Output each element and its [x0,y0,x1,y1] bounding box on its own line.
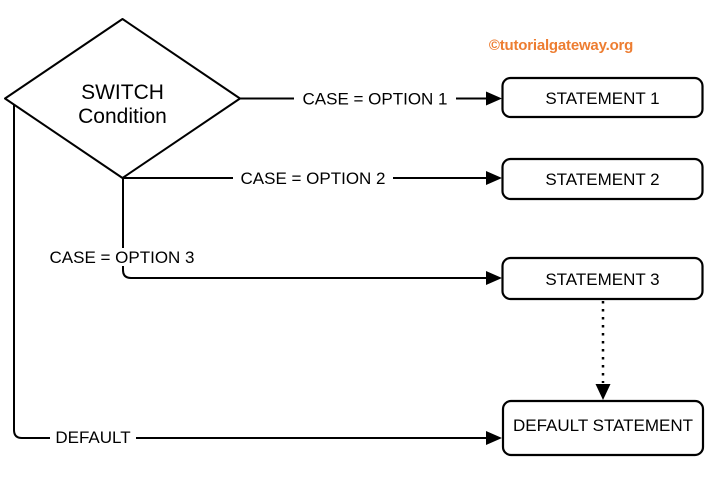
statement2-label: STATEMENT 2 [545,170,659,189]
case1-arrowhead-icon [486,91,502,106]
case3-edge-label: CASE = OPTION 3 [49,248,194,267]
case3-label-backing [44,248,201,266]
statement3-box [501,256,704,301]
default-label-backing [50,429,136,446]
statement3-label: STATEMENT 3 [545,270,659,289]
fallthrough-arrowhead-icon [595,384,611,400]
default-statement-label: DEFAULT STATEMENT [513,416,693,435]
switch-decision-diamond [4,18,241,179]
case2-edge-label: CASE = OPTION 2 [240,169,385,188]
switch-decision-label-line2: Condition [78,105,167,128]
case2-label-backing [233,169,393,187]
default-statement-box [501,399,705,457]
default-arrowhead-icon [486,431,502,445]
case3-connector-line [122,178,488,279]
statement1-box [501,76,704,119]
statement2-box [501,157,704,201]
switch-decision-label-line1: SWITCH [81,81,164,104]
statement1-label: STATEMENT 1 [545,89,659,108]
case1-edge-label: CASE = OPTION 1 [302,90,447,109]
default-edge-label: DEFAULT [55,428,130,447]
case3-arrowhead-icon [486,271,502,285]
default-connector-line [13,104,488,439]
case1-label-backing [294,89,456,108]
watermark-text: ©tutorialgateway.org [489,37,633,54]
case2-arrowhead-icon [486,171,502,185]
